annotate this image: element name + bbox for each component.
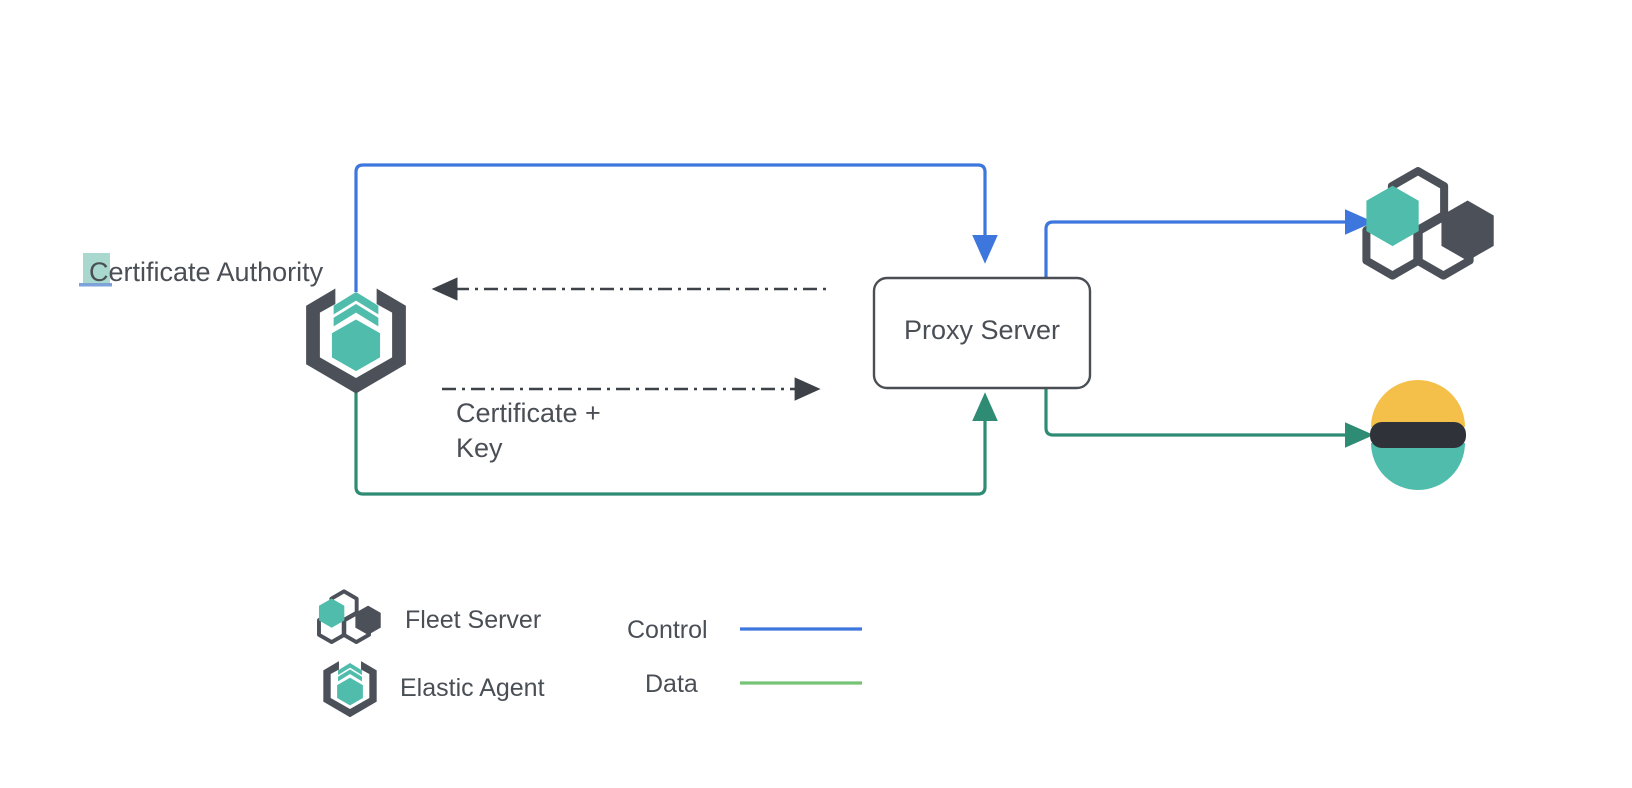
certificate-authority-label: Certificate Authority [89,257,324,287]
elasticsearch-teal-arc [1371,443,1465,490]
edge-data-proxy-to-elasticsearch [1044,388,1374,448]
elasticsearch-yellow-arc [1371,380,1465,427]
edge-label-line1: Certificate + [456,398,601,428]
proxy-server-box[interactable] [872,276,1092,390]
edge-label-line2: Key [456,433,503,463]
fleet-server-icon [1362,167,1494,280]
legend-label-data: Data [645,670,698,698]
certificate-authority-label-group: Certificate Authority [79,253,324,287]
legend-icon-fleet-server [317,589,381,645]
legend-icon-elastic-agent [323,661,377,718]
text-underline-mark [79,283,112,287]
edge-control-proxy-to-fleet [1044,209,1374,278]
elastic-agent-icon [306,288,406,394]
proxy-server-label: Proxy Server [904,315,1060,345]
legend-label-fleet-server: Fleet Server [405,606,541,634]
text-highlight-box [83,253,110,284]
edge-control-agent-to-proxy [354,163,998,292]
elasticsearch-logo [1370,380,1466,490]
edge-label-certificate-key: Certificate + Key [456,398,601,463]
proxy-server-node[interactable]: Proxy Server [872,276,1092,390]
legend-label-elastic-agent: Elastic Agent [400,674,545,702]
legend-label-control: Control [627,616,708,644]
edge-data-agent-to-proxy [354,378,998,496]
elasticsearch-dark-bar [1370,422,1466,448]
